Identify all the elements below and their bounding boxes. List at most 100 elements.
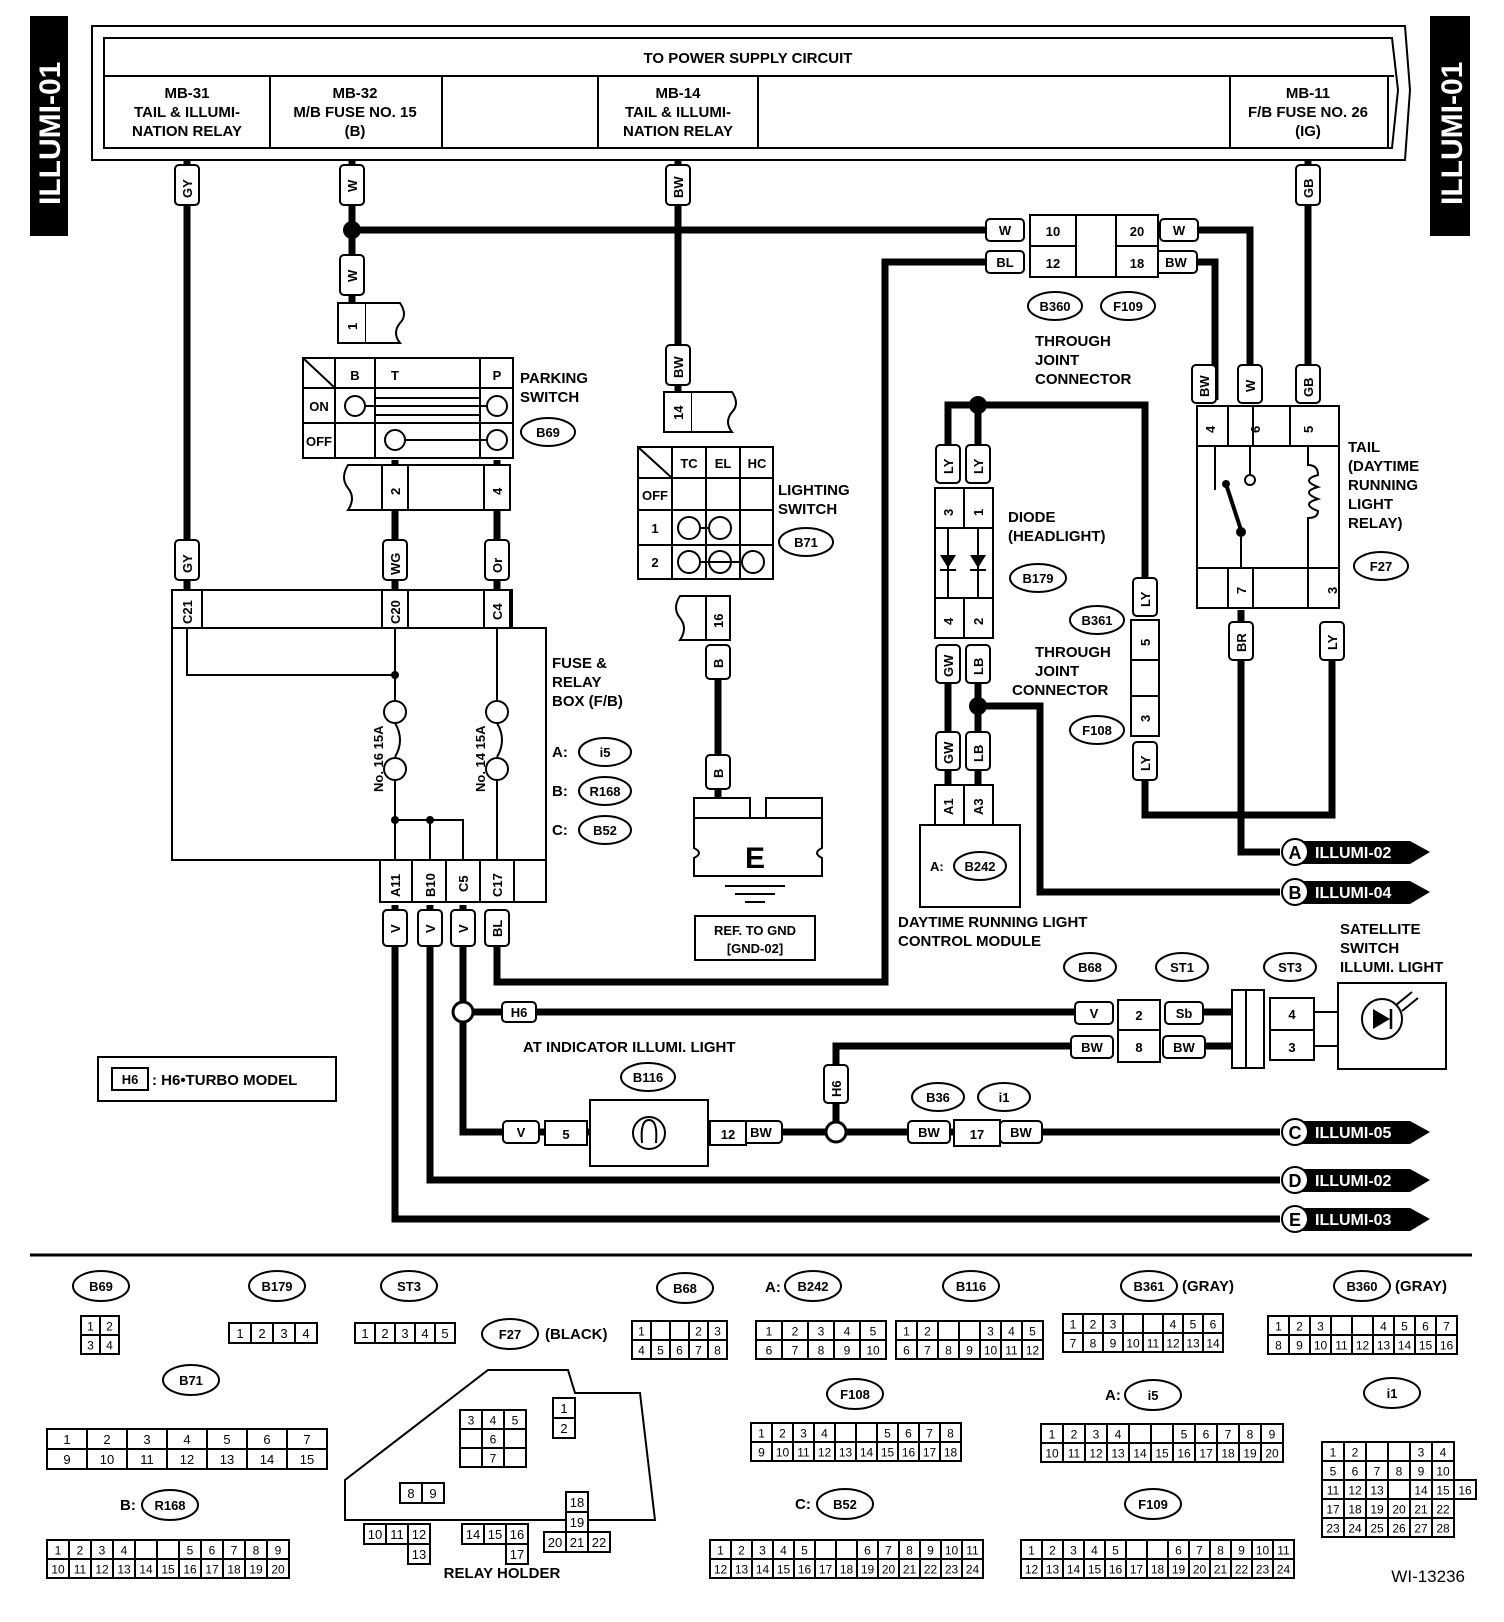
pin-number: 9 bbox=[966, 1343, 973, 1357]
lighting-switch: 14 TC EL HC OFF 1 2 16 LIGHTING SWITCH B… bbox=[637, 391, 850, 641]
pin-number: 7 bbox=[303, 1432, 310, 1447]
connector-cell bbox=[459, 1447, 483, 1468]
svg-text:ST1: ST1 bbox=[1170, 960, 1194, 975]
svg-text:(IG): (IG) bbox=[1295, 123, 1321, 140]
pin-number: 11 bbox=[390, 1527, 404, 1542]
connector-cell bbox=[1122, 1313, 1144, 1334]
pin-number: 14 bbox=[756, 1562, 770, 1576]
svg-text:2: 2 bbox=[971, 618, 986, 625]
svg-text:i1: i1 bbox=[1387, 1386, 1398, 1401]
pin-number: 6 bbox=[676, 1343, 683, 1357]
connector-cell bbox=[503, 1447, 527, 1468]
svg-text:P: P bbox=[493, 368, 502, 383]
pin-number: 21 bbox=[570, 1535, 584, 1550]
pin-number: 16 bbox=[902, 1445, 916, 1459]
svg-text:JOINT: JOINT bbox=[1035, 352, 1079, 369]
svg-text:12: 12 bbox=[721, 1127, 735, 1142]
pin-number: 10 bbox=[776, 1445, 790, 1459]
pin-number: 18 bbox=[1348, 1502, 1362, 1516]
pin-number: 11 bbox=[74, 1562, 87, 1576]
svg-text:B52: B52 bbox=[593, 823, 617, 838]
pin-number: 8 bbox=[1247, 1427, 1254, 1441]
connector-cell bbox=[421, 1482, 445, 1504]
svg-text:F27: F27 bbox=[499, 1327, 521, 1342]
connector-cell bbox=[552, 1417, 576, 1439]
connector-cell bbox=[937, 1320, 960, 1341]
pin-number: 9 bbox=[1418, 1464, 1425, 1478]
pin-number: 3 bbox=[1418, 1445, 1425, 1459]
connector-cell bbox=[505, 1543, 529, 1565]
pin-number: 3 bbox=[280, 1326, 287, 1341]
pin-number: 2 bbox=[695, 1324, 702, 1338]
svg-text:i5: i5 bbox=[600, 745, 611, 760]
pin-number: 25 bbox=[1370, 1521, 1384, 1535]
svg-text:F109: F109 bbox=[1113, 299, 1143, 314]
pin-number: 12 bbox=[818, 1445, 832, 1459]
pin-number: 11 bbox=[1147, 1336, 1160, 1350]
pin-number: 4 bbox=[421, 1326, 428, 1341]
satellite-switch-illumi-light: B68 ST1 ST3 2 8 4 3 SATELLITE SWITCH ILL… bbox=[1063, 921, 1447, 1070]
pin-number: 2 bbox=[1049, 1543, 1056, 1557]
pin-number: 20 bbox=[882, 1562, 896, 1576]
pin-number: 16 bbox=[1109, 1562, 1123, 1576]
sheet-id-left: ILLUMI-01 bbox=[34, 62, 67, 205]
svg-text:FUSE &: FUSE & bbox=[552, 655, 607, 672]
svg-text:(HEADLIGHT): (HEADLIGHT) bbox=[1008, 528, 1106, 545]
pin-number: 7 bbox=[1196, 1543, 1203, 1557]
svg-text:LIGHT: LIGHT bbox=[1348, 496, 1393, 513]
pin-number: 10 bbox=[1314, 1338, 1328, 1352]
pin-number: 9 bbox=[1296, 1338, 1303, 1352]
svg-text:B360: B360 bbox=[1346, 1279, 1377, 1294]
svg-text:LY: LY bbox=[1138, 591, 1153, 607]
svg-text:B69: B69 bbox=[536, 425, 560, 440]
pin-number: 8 bbox=[1090, 1336, 1097, 1350]
svg-text:V: V bbox=[423, 924, 438, 933]
pin-number: 11 bbox=[1335, 1338, 1348, 1352]
pin-number: 18 bbox=[1221, 1446, 1235, 1460]
pin-number: 14 bbox=[1067, 1562, 1081, 1576]
pin-number: 2 bbox=[258, 1326, 265, 1341]
pin-number: 14 bbox=[260, 1452, 274, 1467]
svg-text:W: W bbox=[1243, 379, 1258, 392]
pin-number: 15 bbox=[1088, 1562, 1102, 1576]
pin-number: 2 bbox=[792, 1324, 799, 1338]
pin-number: 7 bbox=[1374, 1464, 1381, 1478]
pin-number: 16 bbox=[183, 1562, 197, 1576]
pin-number: 13 bbox=[220, 1452, 234, 1467]
sheet-tab-right: ILLUMI-01 bbox=[1430, 16, 1470, 236]
svg-text:W: W bbox=[345, 269, 360, 282]
svg-text:3: 3 bbox=[1138, 715, 1153, 722]
pin-number: 4 bbox=[121, 1543, 128, 1557]
pin-number: 1 bbox=[63, 1432, 70, 1447]
svg-text:BW: BW bbox=[1081, 1040, 1103, 1055]
pin-number: 7 bbox=[924, 1343, 931, 1357]
pin-number: 13 bbox=[1370, 1483, 1384, 1497]
pin-number: 7 bbox=[695, 1343, 702, 1357]
pin-number: 11 bbox=[966, 1543, 979, 1557]
svg-text:4: 4 bbox=[490, 487, 505, 495]
svg-text:OFF: OFF bbox=[306, 434, 332, 449]
pin-number: 14 bbox=[1414, 1483, 1428, 1497]
pin-number: 6 bbox=[903, 1343, 910, 1357]
pin-number: 8 bbox=[1396, 1464, 1403, 1478]
svg-text:LB: LB bbox=[971, 658, 986, 675]
svg-text:i5: i5 bbox=[1148, 1388, 1159, 1403]
svg-text:ST3: ST3 bbox=[1278, 960, 1302, 975]
svg-text:B242: B242 bbox=[797, 1279, 828, 1294]
svg-text:BW: BW bbox=[671, 176, 686, 198]
pin-number: 4 bbox=[1170, 1317, 1177, 1331]
svg-text:TAIL & ILLUMI-: TAIL & ILLUMI- bbox=[625, 104, 731, 121]
pin-number: 11 bbox=[1005, 1343, 1018, 1357]
svg-text:[GND-02]: [GND-02] bbox=[727, 941, 783, 956]
svg-text:H6: H6 bbox=[829, 1080, 844, 1097]
connector-cell bbox=[650, 1320, 671, 1341]
pin-number: 1 bbox=[717, 1543, 724, 1557]
pin-number: 4 bbox=[106, 1338, 113, 1352]
svg-text:2: 2 bbox=[1135, 1008, 1142, 1023]
pin-number: 1 bbox=[766, 1324, 773, 1338]
svg-text:BW: BW bbox=[1165, 255, 1187, 270]
pin-number: 24 bbox=[1348, 1521, 1362, 1535]
svg-text:V: V bbox=[517, 1125, 526, 1140]
output-d: D ILLUMI-02 bbox=[1281, 1166, 1430, 1194]
